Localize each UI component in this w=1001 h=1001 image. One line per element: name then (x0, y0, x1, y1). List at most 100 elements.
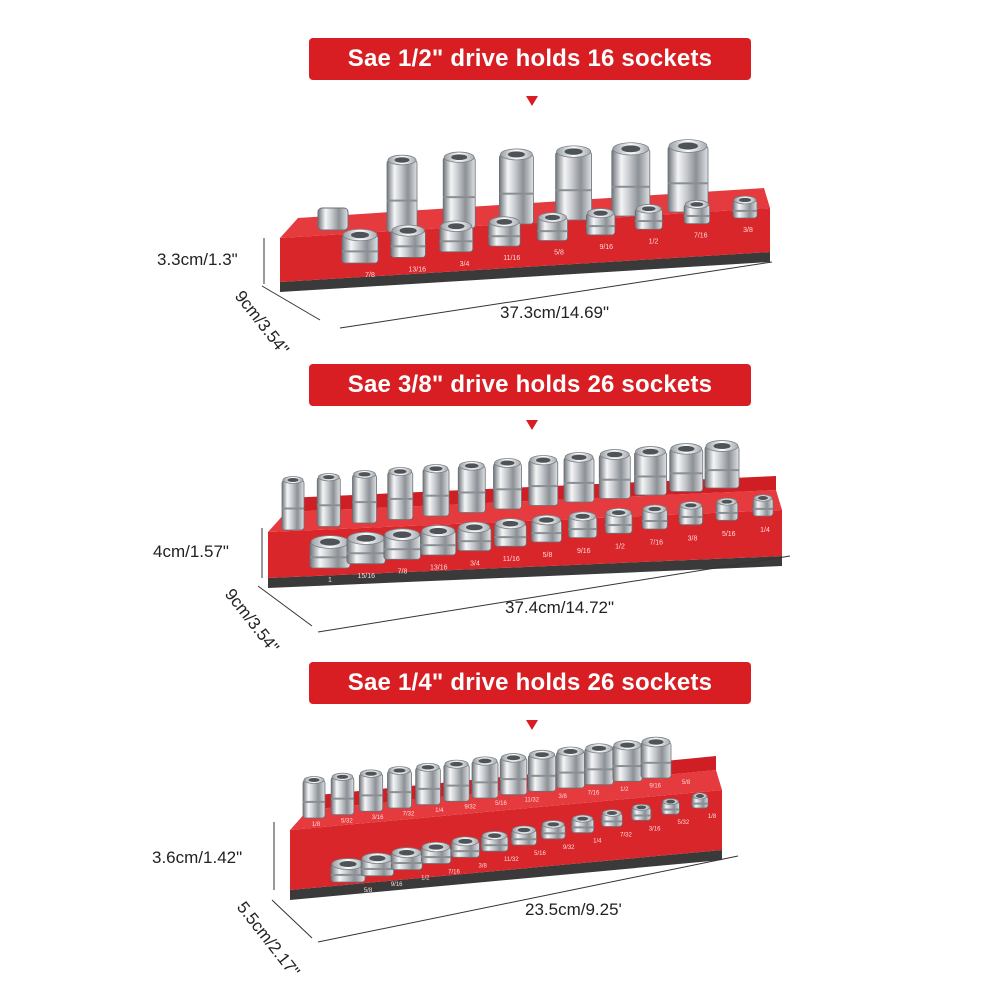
socket (527, 749, 557, 792)
size-label: 3/8 (688, 535, 698, 542)
banner-half-inch-drive: Sae 1/2" drive holds 16 sockets (309, 38, 751, 80)
socket (555, 145, 592, 221)
socket (493, 458, 522, 510)
size-label: 3/8 (558, 794, 567, 800)
socket (386, 154, 418, 233)
socket (488, 216, 521, 247)
size-label: 1/8 (708, 814, 717, 820)
size-label: 9/16 (391, 882, 403, 888)
socket (383, 528, 421, 560)
size-label: 9/16 (577, 548, 591, 555)
length-label: 37.4cm/14.72" (505, 598, 615, 617)
size-label: 7/8 (365, 272, 375, 279)
down-arrow-icon (526, 96, 538, 106)
down-arrow-icon (526, 420, 538, 430)
socket (316, 473, 341, 527)
socket (330, 858, 366, 883)
size-label: 1/4 (435, 808, 444, 814)
socket (691, 792, 709, 809)
down-arrow-icon (526, 720, 538, 730)
size-label: 5/8 (364, 888, 373, 894)
adapter (317, 207, 349, 231)
size-label: 3/8 (478, 863, 487, 869)
tray-base (268, 556, 782, 588)
socket (481, 831, 509, 852)
size-label: 7/16 (588, 791, 600, 797)
size-label: 5/32 (341, 819, 353, 825)
socket (442, 151, 476, 229)
socket (387, 467, 414, 520)
socket (443, 759, 470, 802)
socket (499, 753, 528, 796)
size-label: 5/8 (554, 250, 564, 257)
depth-dimension-line (257, 585, 313, 627)
size-label: 5/8 (543, 552, 553, 559)
socket (352, 470, 377, 524)
socket (346, 531, 386, 565)
size-label: 11/16 (503, 255, 520, 262)
socket (732, 195, 758, 219)
socket (715, 497, 739, 521)
socket (661, 798, 680, 815)
size-label: 1/2 (649, 238, 659, 245)
height-label: 4cm/1.57" (153, 542, 229, 561)
size-label: 1/8 (312, 822, 321, 828)
socket (585, 208, 616, 236)
size-label: 5/16 (722, 531, 736, 538)
socket (360, 852, 394, 877)
socket (604, 508, 633, 534)
size-label: 7/8 (398, 569, 408, 576)
size-label: 11/32 (504, 857, 519, 863)
socket (537, 212, 568, 241)
size-label: 7/16 (649, 540, 663, 547)
size-label: 3/16 (372, 815, 384, 821)
socket (387, 766, 412, 809)
socket (302, 776, 326, 819)
height-label: 3.6cm/1.42" (152, 848, 243, 867)
length-label: 23.5cm/9.25' (525, 900, 622, 919)
socket (498, 148, 534, 225)
socket (541, 820, 566, 840)
socket (420, 525, 457, 556)
size-label: 5/8 (682, 780, 691, 786)
socket (457, 521, 492, 552)
socket (281, 476, 305, 531)
depth-dimension-line (271, 899, 313, 939)
socket (439, 220, 474, 253)
tray-base (290, 850, 722, 900)
size-label: 11/32 (525, 798, 540, 804)
socket (640, 736, 672, 779)
socket (611, 142, 651, 217)
size-label: 13/16 (408, 266, 426, 273)
length-dimension-line (317, 555, 791, 633)
size-label: 3/8 (743, 227, 753, 234)
banner-quarter-inch-drive: Sae 1/4" drive holds 26 sockets (309, 662, 751, 704)
socket (704, 440, 740, 489)
size-label: 5/16 (534, 851, 546, 857)
size-label: 1/4 (760, 527, 770, 534)
tray-top (290, 770, 722, 830)
size-label: 3/4 (460, 261, 470, 268)
depth-dimension-line (261, 285, 321, 321)
socket (471, 756, 499, 799)
socket (420, 841, 452, 864)
size-label: 7/16 (694, 233, 708, 240)
socket (450, 836, 480, 858)
socket (678, 501, 703, 526)
socket (568, 511, 598, 539)
socket (457, 461, 486, 513)
banner-three-eighths-drive: Sae 3/8" drive holds 26 sockets (309, 364, 751, 406)
size-label: 9/32 (464, 805, 476, 811)
socket (531, 514, 562, 543)
size-label: 3/16 (649, 826, 661, 832)
tray-base (280, 252, 770, 292)
length-label: 37.3cm/14.69" (500, 303, 610, 322)
socket (631, 803, 652, 821)
size-label: 15/16 (357, 573, 375, 580)
size-label: 1/4 (593, 839, 602, 845)
socket (752, 494, 774, 517)
socket (634, 204, 663, 230)
size-label: 9/16 (649, 784, 661, 790)
socket (598, 449, 631, 499)
socket (612, 740, 643, 782)
